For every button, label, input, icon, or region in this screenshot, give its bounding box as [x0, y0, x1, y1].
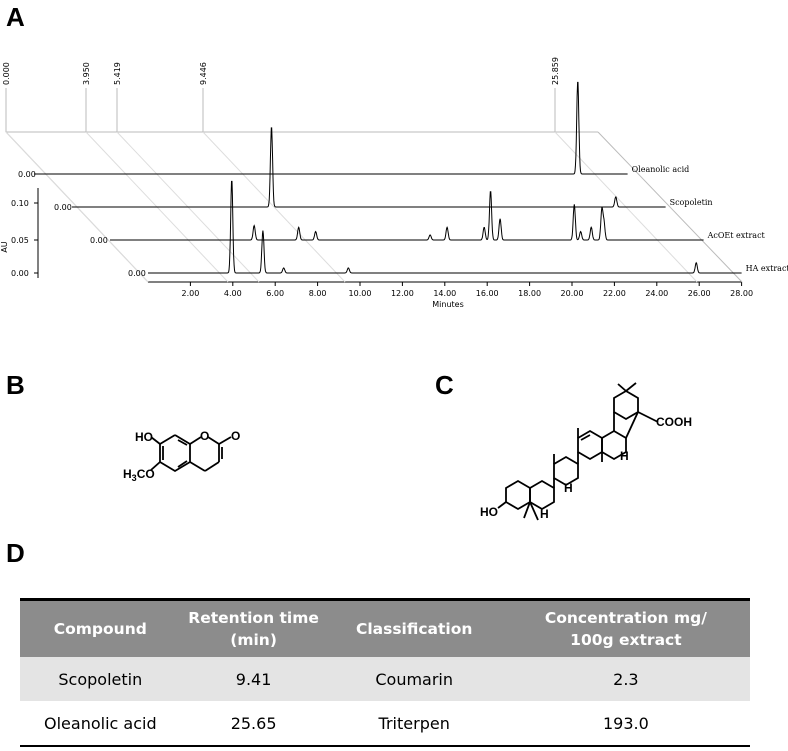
- scopoletin-keto-oxygen: O: [231, 429, 240, 443]
- trace-series-label: Oleanolic acid: [632, 165, 690, 174]
- oleanolic-acid-cooh-label: COOH: [656, 415, 692, 429]
- x-tick-label: 4.00: [224, 289, 242, 298]
- x-tick-label: 12.00: [391, 289, 414, 298]
- cell-compound: Scopoletin: [20, 657, 181, 701]
- x-tick-label: 20.00: [561, 289, 584, 298]
- trace-line: [72, 127, 666, 208]
- panel-label-d: D: [6, 538, 25, 568]
- trace-baseline-label: 0.00: [18, 170, 36, 179]
- x-tick-label: 6.00: [266, 289, 284, 298]
- cell-retention-time: 25.65: [180, 701, 327, 747]
- x-tick-label: 16.00: [476, 289, 499, 298]
- header-compound: Compound: [20, 599, 181, 657]
- header-concentration: Concentration mg/100g extract: [501, 599, 750, 657]
- x-tick-label: 8.00: [309, 289, 327, 298]
- trace-line: [110, 191, 704, 241]
- cell-compound: Oleanolic acid: [20, 701, 181, 747]
- scopoletin-ring-oxygen: O: [200, 429, 209, 443]
- retention-marker-label: 9.446: [199, 62, 208, 85]
- y-tick-label: 0.10: [11, 199, 29, 208]
- cell-retention-time: 9.41: [180, 657, 327, 701]
- scopoletin-ho-label: HO: [135, 430, 153, 444]
- x-tick-label: 28.00: [730, 289, 753, 298]
- perspective-edge-line: [597, 131, 743, 283]
- x-tick-label: 10.00: [349, 289, 372, 298]
- x-tick-label: 22.00: [603, 289, 626, 298]
- oleanolic-acid-ho-label: HO: [480, 505, 498, 519]
- cell-classification: Triterpen: [326, 701, 502, 747]
- trace-baseline-label: 0.00: [90, 236, 108, 245]
- cell-classification: Coumarin: [326, 657, 502, 701]
- x-tick-label: 24.00: [645, 289, 668, 298]
- cell-concentration: 2.3: [501, 657, 750, 701]
- trace-series-label: HA extract: [746, 264, 788, 273]
- x-tick-label: 14.00: [433, 289, 456, 298]
- oleanolic-acid-h-label: H: [564, 481, 573, 495]
- header-classification: Classification: [326, 599, 502, 657]
- panel-label-b: B: [6, 370, 25, 400]
- trace-baseline-label: 0.00: [128, 269, 146, 278]
- trace-line: [34, 81, 628, 175]
- trace-series-label: Scopoletin: [670, 198, 713, 207]
- scopoletin-methoxy-label: H3CO: [123, 467, 155, 483]
- panel-label-a: A: [6, 2, 25, 32]
- retention-marker-label: 25.859: [551, 57, 560, 85]
- table-header-row: Compound Retention time(min) Classificat…: [20, 599, 750, 657]
- trace-baseline-label: 0.00: [54, 203, 72, 212]
- retention-marker-label: 0.000: [2, 62, 11, 85]
- oleanolic-acid-structure: COOH HO H H H: [480, 382, 692, 521]
- trace-series-label: AcOEt extract: [707, 231, 766, 240]
- cell-concentration: 193.0: [501, 701, 750, 747]
- x-tick-label: 2.00: [181, 289, 199, 298]
- oleanolic-acid-bonds: [497, 382, 659, 521]
- scopoletin-bonds: [150, 434, 232, 473]
- header-retention-time: Retention time(min): [180, 599, 327, 657]
- compound-table: Compound Retention time(min) Classificat…: [20, 598, 750, 747]
- x-tick-label: 18.00: [518, 289, 541, 298]
- x-axis-title: Minutes: [432, 300, 464, 309]
- retention-marker-diagonal: [202, 131, 346, 283]
- table-row: Scopoletin 9.41 Coumarin 2.3: [20, 657, 750, 701]
- x-tick-label: 26.00: [688, 289, 711, 298]
- panel-label-c: C: [435, 370, 454, 400]
- retention-marker-label: 5.419: [113, 62, 122, 85]
- scopoletin-structure: HO O O H3CO: [123, 429, 240, 483]
- oleanolic-acid-h-label: H: [540, 507, 549, 521]
- oleanolic-acid-h-label: H: [620, 449, 629, 463]
- y-tick-label: 0.05: [11, 236, 29, 245]
- table-row: Oleanolic acid 25.65 Triterpen 193.0: [20, 701, 750, 747]
- trace-line: [148, 180, 742, 274]
- y-axis-title: AU: [0, 241, 9, 252]
- retention-marker-label: 3.950: [82, 62, 91, 85]
- y-tick-label: 0.00: [11, 269, 29, 278]
